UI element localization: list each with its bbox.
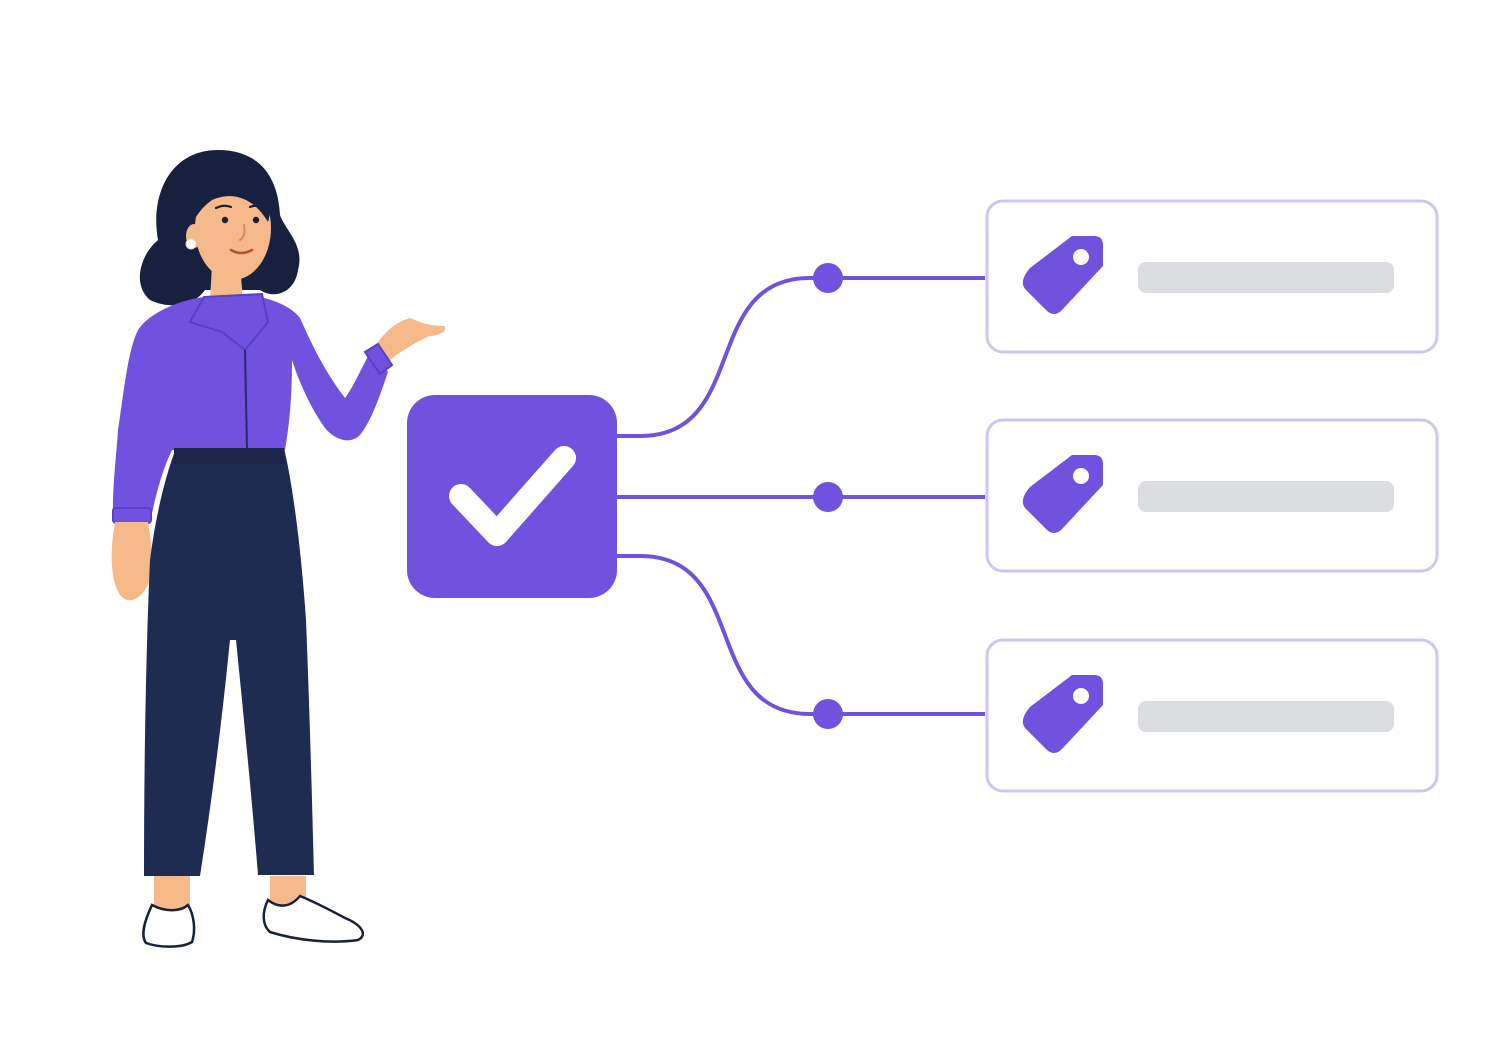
- connector-node-bottom: [813, 699, 843, 729]
- checkbox[interactable]: [407, 395, 617, 598]
- tag-card-2[interactable]: [985, 418, 1439, 573]
- connector-node-top: [813, 263, 843, 293]
- label-placeholder-bar: [1138, 481, 1394, 512]
- connector-node-middle: [813, 482, 843, 512]
- hair-fringe: [190, 171, 270, 224]
- checkbox-box: [407, 395, 617, 598]
- face-features: [214, 204, 266, 255]
- connector-bottom: [612, 554, 985, 716]
- label-placeholder-bar: [1138, 701, 1394, 732]
- left-shoe: [142, 903, 196, 948]
- pants: [144, 448, 314, 876]
- connector-top: [612, 276, 985, 438]
- tag-card-3[interactable]: [985, 638, 1439, 793]
- label-placeholder-bar: [1138, 262, 1394, 293]
- right-sleeve-cuff: [363, 342, 394, 376]
- price-tag-icon: [1022, 675, 1103, 753]
- price-tag-icon: [1022, 455, 1103, 533]
- earring: [185, 238, 197, 250]
- tag-card-1[interactable]: [985, 199, 1439, 354]
- shirt-placket: [244, 349, 248, 449]
- connector-lines: [612, 276, 985, 716]
- right-shoe: [262, 894, 365, 943]
- right-hand: [372, 318, 446, 370]
- shirt-cuff: [112, 507, 152, 524]
- pants-waistband: [174, 448, 284, 464]
- left-ankle: [154, 876, 190, 912]
- woman-figure: [111, 150, 446, 948]
- check-icon: [449, 446, 576, 546]
- price-tag-icon: [1022, 236, 1103, 314]
- shirt: [112, 294, 389, 522]
- connector-nodes: [813, 263, 843, 729]
- left-hand: [111, 522, 152, 601]
